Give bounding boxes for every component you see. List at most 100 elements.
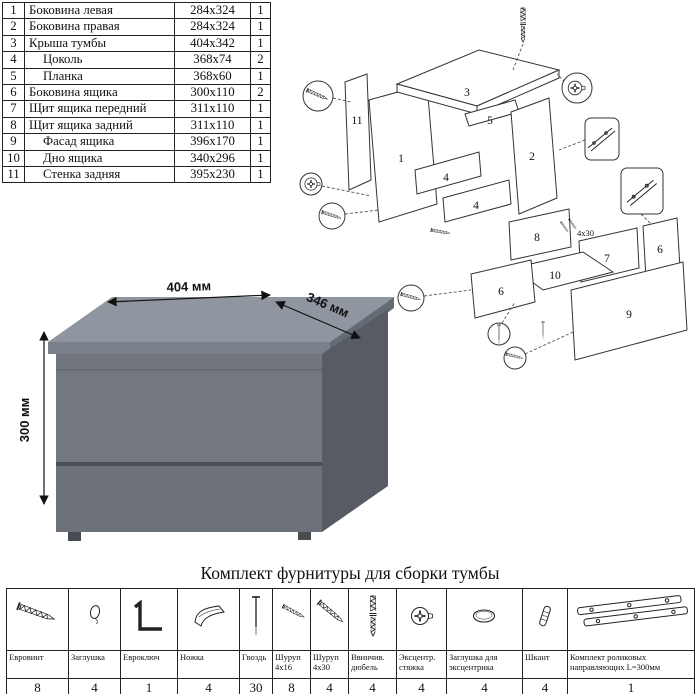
hardware-icon-row xyxy=(6,588,695,651)
confirmat-screw-icon xyxy=(15,601,56,624)
hardware-item-qty: 8 xyxy=(6,678,69,694)
part-9-drawer-facade xyxy=(570,261,688,361)
hardware-item-qty: 4 xyxy=(396,678,447,694)
callout-cam-left xyxy=(299,172,323,196)
part-size: 300x110 xyxy=(174,83,251,102)
hardware-icon-cell xyxy=(6,588,69,651)
part-qty: 1 xyxy=(250,67,271,85)
drawer-gap xyxy=(56,462,322,466)
top-front-edge xyxy=(48,342,330,354)
part-size: 404x342 xyxy=(174,34,251,53)
part-11-back-wall xyxy=(344,73,372,191)
hardware-item-label: Эксцентр. стяжка xyxy=(396,650,447,679)
hardware-item-qty: 4 xyxy=(446,678,523,694)
hex-key-icon xyxy=(133,601,164,631)
hardware-item-label: Ввинчив. дюбель xyxy=(348,650,397,679)
hardware-icon-cell xyxy=(310,588,349,651)
product-dimension-drawing: 404 мм 346 мм 300 мм xyxy=(17,280,394,541)
hardware-icon-cell xyxy=(120,588,178,651)
hardware-item-label: Заглушка xyxy=(68,650,121,679)
foot-left xyxy=(68,532,81,541)
part-name: Фасад ящика xyxy=(24,133,175,151)
part-qty: 1 xyxy=(250,133,271,151)
part-name: Дно ящика xyxy=(24,149,175,167)
hardware-kit-table: Евровинт Заглушка Евроключ Ножка Гвоздь … xyxy=(6,588,695,694)
part-name: Щит ящика передний xyxy=(24,100,175,118)
part-qty: 1 xyxy=(250,165,271,184)
dimension-annotations: 404 мм 346 мм 300 мм xyxy=(17,280,361,505)
hardware-item-label: Евровинт xyxy=(6,650,69,679)
part-qty: 2 xyxy=(250,51,271,69)
screw-size-annotation: 4x30 xyxy=(577,228,594,238)
hardware-item-qty: 4 xyxy=(310,678,349,694)
part-qty: 2 xyxy=(250,83,271,102)
hardware-item-qty: 4 xyxy=(177,678,240,694)
drawer-parts xyxy=(470,208,688,361)
part-label-11: 11 xyxy=(351,115,362,127)
hardware-item-label: Шуруп 4x16 xyxy=(272,650,311,679)
part-label-5: 5 xyxy=(487,115,493,127)
part-label-4-upper: 4 xyxy=(443,172,449,184)
part-label-6-left: 6 xyxy=(498,286,504,298)
part-qty: 1 xyxy=(250,34,271,53)
part-labels: 11 1 3 5 2 4 4 8 7 6 10 6 9 xyxy=(351,87,663,321)
part-size: 368x60 xyxy=(174,67,251,85)
part-6-drawer-side-left xyxy=(470,259,536,319)
hardware-item-qty: 4 xyxy=(522,678,568,694)
exploded-assembly-diagram: 11 1 3 5 2 4 4 8 7 6 10 6 9 4x30 xyxy=(299,7,688,370)
depth-dimension-line xyxy=(275,300,361,340)
part-size: 395x230 xyxy=(174,165,251,184)
height-dimension-label: 300 мм xyxy=(17,398,32,443)
leader-lines xyxy=(321,43,652,355)
screw-4x16-icon xyxy=(281,603,306,620)
nail-glyph-bottom xyxy=(540,321,546,340)
hardware-item-label: Евроключ xyxy=(120,650,178,679)
dowel-screw-glyph xyxy=(519,7,527,43)
nail-icon xyxy=(250,596,261,636)
side-face xyxy=(322,309,388,532)
screw-4x30-icon xyxy=(316,599,345,625)
carcass-parts xyxy=(344,49,561,223)
part-size: 311x110 xyxy=(174,116,251,135)
part-4-plinth-upper xyxy=(414,151,482,195)
hardware-label-row: Евровинт Заглушка Евроключ Ножка Гвоздь … xyxy=(6,650,695,679)
hardware-icon-cell xyxy=(348,588,397,651)
part-number: 2 xyxy=(2,18,25,36)
hardware-icon-cell xyxy=(567,588,695,651)
part-label-9: 9 xyxy=(626,309,632,321)
hardware-icon-cell xyxy=(396,588,447,651)
part-label-3: 3 xyxy=(464,87,470,99)
part-name: Боковина левая xyxy=(24,1,175,20)
part-name: Боковина правая xyxy=(24,18,175,36)
drawer-front xyxy=(56,370,322,462)
hardware-icon-cell xyxy=(272,588,311,651)
part-number: 6 xyxy=(2,83,25,102)
hardware-item-label: Шкант xyxy=(522,650,568,679)
part-size: 311x110 xyxy=(174,100,251,118)
hardware-icon-cell xyxy=(239,588,273,651)
hardware-item-label: Ножка xyxy=(177,650,240,679)
cam-cap-icon xyxy=(472,609,495,623)
part-size: 368x74 xyxy=(174,51,251,69)
part-label-8: 8 xyxy=(534,232,540,244)
part-number: 8 xyxy=(2,116,25,135)
part-label-1: 1 xyxy=(398,153,404,165)
hardware-item-qty: 4 xyxy=(348,678,397,694)
hardware-qty-row: 8 4 1 4 30 8 4 4 4 4 4 1 xyxy=(6,678,695,694)
part-name: Планка xyxy=(24,67,175,85)
part-label-2: 2 xyxy=(529,151,535,163)
foot-icon xyxy=(194,605,224,627)
part-label-7: 7 xyxy=(604,253,610,265)
hardware-icon-cell xyxy=(446,588,523,651)
part-number: 7 xyxy=(2,100,25,118)
hardware-item-qty: 4 xyxy=(68,678,121,694)
part-name: Боковина ящика xyxy=(24,83,175,102)
